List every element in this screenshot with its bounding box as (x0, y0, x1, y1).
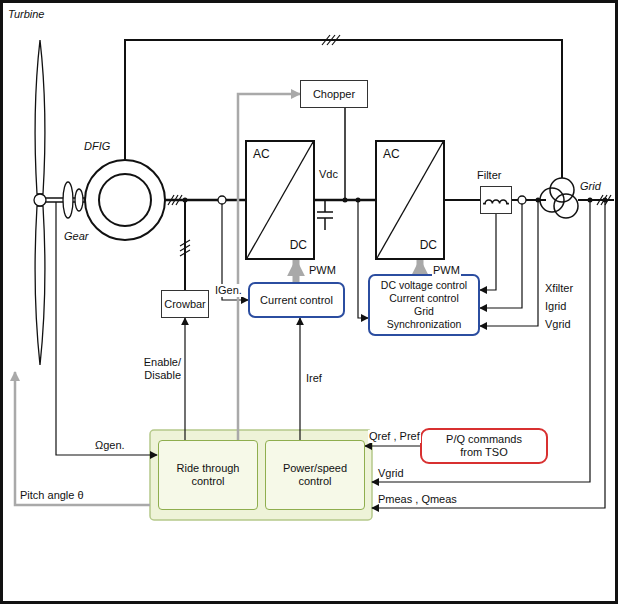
signal-name: Xfilter (545, 282, 573, 295)
part-name: Grid (580, 180, 601, 193)
grid-wire (512, 199, 546, 201)
converter-box: AC DC (245, 140, 315, 260)
signal-name: Vgrid (378, 467, 404, 480)
gear (63, 182, 73, 218)
current-sensor (218, 196, 226, 204)
edge-label: Qref , Pref (368, 430, 421, 443)
turbine-hub (34, 194, 46, 206)
connector (315, 199, 375, 202)
node-text-line: Current control (389, 292, 458, 305)
junction-dot (603, 198, 608, 203)
control-box: Ride through control (158, 440, 258, 510)
turbine-blade (35, 40, 45, 194)
chopper-box: Chopper (300, 80, 368, 108)
three-phase-mark (168, 195, 182, 205)
inductor-coil (483, 200, 509, 204)
junction-dot (183, 198, 188, 203)
part-name: Gear (64, 230, 88, 243)
current-sensor (518, 196, 526, 204)
transformer-winding (540, 188, 564, 212)
signal-name: IGen. (214, 284, 243, 297)
connector (445, 199, 480, 201)
node-text: Chopper (313, 88, 355, 101)
transformer-winding (550, 178, 574, 202)
converter-box: AC DC (375, 140, 445, 260)
speed-signal (56, 202, 157, 455)
signal-name: Vgrid (545, 318, 571, 331)
crowbar-box: Crowbar (161, 290, 209, 318)
node-text-line: DC (290, 239, 307, 252)
control-box: Current control (248, 282, 345, 318)
generator-rotor (99, 174, 151, 226)
command-box: P/Q commands from TSO (420, 428, 548, 464)
three-phase-mark (597, 195, 611, 205)
node-text: Crowbar (164, 298, 206, 311)
stator-wire (125, 40, 562, 178)
edge-label: Iref (305, 372, 323, 385)
chopper-wire (344, 108, 346, 200)
node-text: Ride through control (165, 462, 251, 488)
edge-label: Enable/ Disable (120, 356, 182, 382)
part-name: Turbine (8, 8, 44, 21)
gear (75, 189, 83, 211)
junction-dot (536, 198, 541, 203)
node-text: AC (253, 148, 270, 161)
node-text: Current control (260, 294, 333, 307)
node-text: Power/speed control (272, 462, 358, 488)
connector (365, 445, 420, 446)
converter-diagonal (247, 142, 313, 258)
pitch-signal (15, 372, 150, 505)
edge-label: PWM (432, 264, 461, 277)
signal-name: Pmeas , Qmeas (378, 493, 457, 506)
connector (293, 260, 300, 282)
connector (184, 318, 185, 440)
junction-dot (588, 198, 593, 203)
connector (417, 260, 424, 274)
crowbar-wire (184, 200, 186, 290)
converter-diagonal (377, 142, 443, 258)
signal-name: Vdc (319, 168, 338, 181)
connector (299, 318, 300, 440)
vgrid-signal (480, 200, 538, 326)
node-text-line: DC (420, 239, 437, 252)
three-phase-mark (180, 240, 190, 256)
node-text: DC voltage control (381, 279, 467, 292)
transformer-winding (554, 194, 578, 218)
signal-name: Pitch angle θ (20, 489, 84, 502)
vdc-signal (358, 200, 368, 318)
rotor-wire (165, 199, 245, 202)
node-text: Filter (477, 169, 501, 182)
inductor-symbol (481, 187, 511, 213)
turbine-blade (35, 206, 45, 365)
node-text: AC (383, 148, 400, 161)
control-panel (150, 430, 372, 520)
three-phase-mark (322, 35, 340, 45)
dc-capacitor (317, 200, 333, 230)
control-box: Power/speed control (265, 440, 365, 510)
igrid-signal (480, 204, 522, 308)
control-box: DC voltage controlCurrent controlGrid Sy… (368, 274, 480, 336)
filter-box: Filter (480, 186, 512, 214)
part-name: DFIG (84, 140, 110, 153)
node-text: P/Q commands from TSO (434, 433, 534, 459)
xfilter-signal (480, 214, 496, 290)
generator-stator (85, 160, 165, 240)
signal-name: Igrid (545, 300, 566, 313)
edge-label: PWM (308, 264, 337, 277)
node-text-line: Grid Synchronization (376, 305, 472, 331)
signal-name: Ωgen. (95, 439, 125, 452)
